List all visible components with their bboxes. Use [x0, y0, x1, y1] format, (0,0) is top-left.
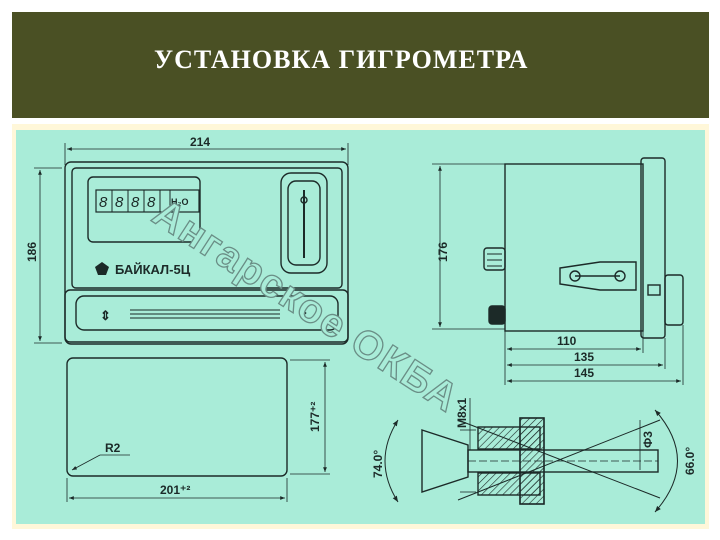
cutout-width-dim: 201⁺² [160, 483, 190, 497]
svg-text:⇕: ⇕ [100, 308, 111, 323]
display-unit: H₂O [171, 197, 189, 207]
thread-label: М8х1 [455, 398, 469, 428]
front-height-dim: 186 [25, 242, 39, 262]
brand-label: БАЙКАЛ-5Ц [115, 262, 191, 277]
side-view [432, 157, 684, 385]
side-dim-145: 145 [574, 366, 594, 380]
angle-left-label: 74.0° [371, 450, 385, 478]
svg-text:⇕: ⇕ [298, 308, 309, 323]
display-digit: 8 [115, 194, 124, 211]
diameter-label: Ф3 [641, 431, 655, 448]
side-dim-135: 135 [574, 350, 594, 364]
front-width-dim: 214 [190, 135, 210, 149]
watermark: Ангарское ОКБА [145, 191, 467, 422]
brand-logo: БАЙКАЛ-5Ц [95, 262, 191, 277]
display-digit: 8 [131, 194, 140, 211]
title-banner: УСТАНОВКА ГИГРОМЕТРА [12, 12, 709, 118]
cutout-height-dim: 177⁺² [308, 402, 322, 432]
side-height-dim: 176 [436, 242, 450, 262]
display-digits: 8 8 8 8 [99, 194, 156, 211]
technical-drawing [16, 130, 705, 524]
radius-label: R2 [105, 441, 121, 455]
display-digit: 8 [99, 194, 108, 211]
fitting-view [384, 398, 678, 513]
angle-right-label: 66.0° [683, 447, 697, 475]
side-dim-110: 110 [557, 334, 577, 348]
display-digit: 8 [147, 194, 156, 211]
front-view: ⇕ ⇕ [34, 143, 349, 345]
cutout-view [66, 357, 330, 502]
pentagon-icon [95, 262, 109, 275]
slide-title: УСТАНОВКА ГИГРОМЕТРА [154, 45, 529, 74]
